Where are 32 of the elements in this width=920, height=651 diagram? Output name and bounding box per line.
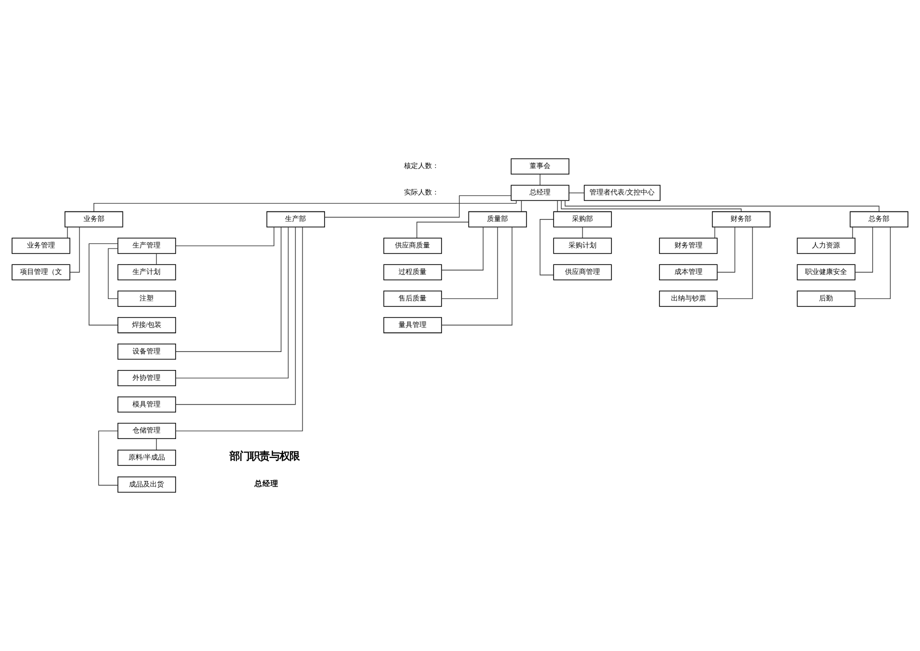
connector	[852, 226, 853, 238]
connector	[441, 226, 484, 270]
label: 总经理	[254, 478, 279, 488]
connector	[156, 438, 157, 450]
connector	[175, 226, 289, 378]
connector	[717, 226, 753, 300]
connector	[582, 226, 583, 238]
connector	[560, 200, 742, 212]
connector	[521, 200, 522, 212]
connector	[88, 243, 118, 326]
connector	[854, 226, 874, 273]
connector	[540, 219, 554, 276]
connector	[176, 226, 282, 352]
label: 部门职责与权限	[230, 452, 300, 462]
connector	[568, 192, 584, 194]
connector	[557, 200, 558, 212]
connector	[716, 226, 736, 273]
connector	[98, 430, 118, 486]
connector	[70, 226, 80, 273]
connector	[854, 226, 891, 300]
connector	[175, 226, 303, 432]
connector	[416, 222, 470, 238]
connector	[441, 226, 498, 300]
connector	[67, 226, 68, 238]
connector	[714, 226, 716, 238]
connector	[564, 200, 880, 212]
connector	[441, 226, 512, 326]
connector	[156, 253, 157, 265]
connector	[175, 226, 296, 405]
connector	[324, 195, 512, 218]
connector	[176, 226, 274, 246]
connector	[94, 200, 517, 212]
